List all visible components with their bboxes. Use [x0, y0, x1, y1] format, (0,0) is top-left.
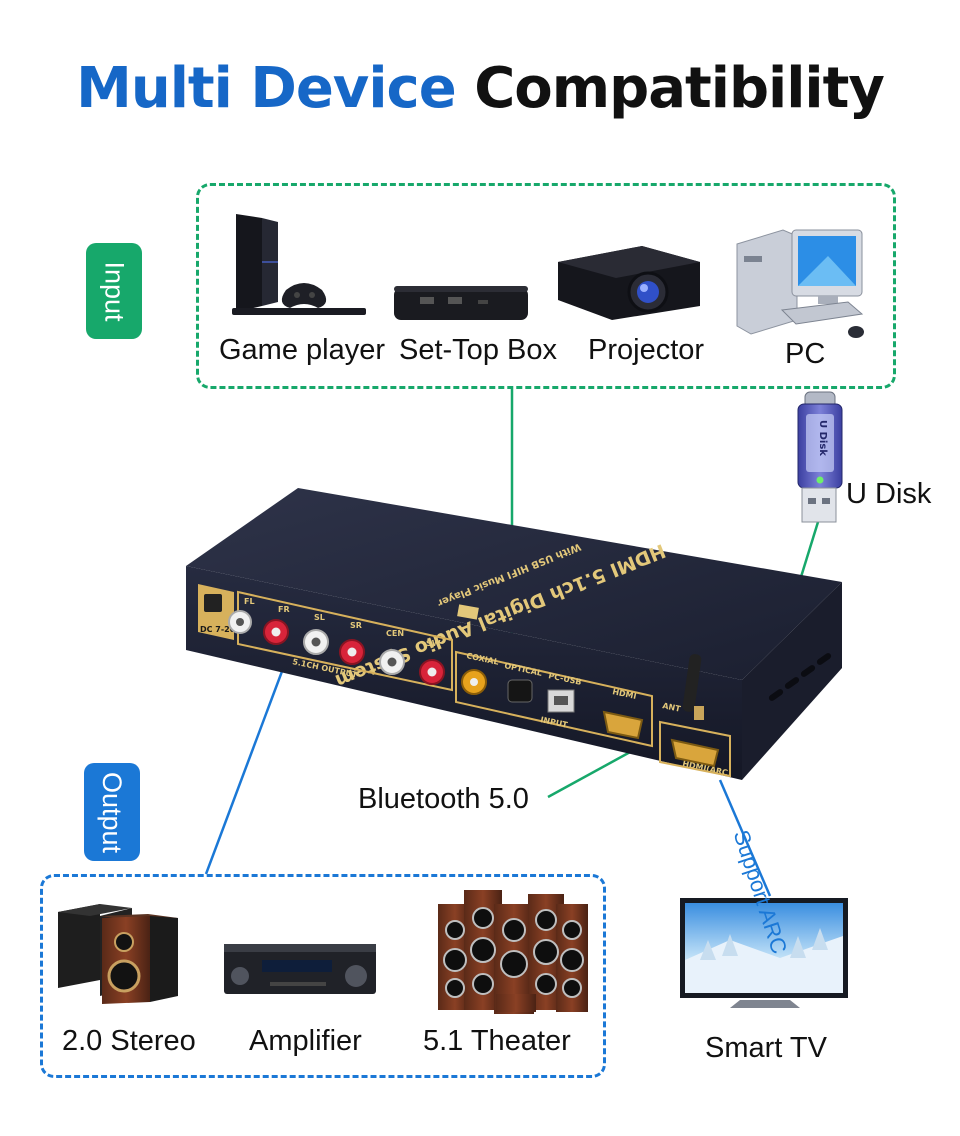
smart-tv-icon: [680, 898, 848, 1008]
hdmi-arc-port: [670, 738, 720, 768]
input-tag: Input: [86, 243, 142, 339]
channel-label-sr: SR: [350, 621, 362, 630]
rca-output-jacks: [228, 610, 445, 685]
page-title: Multi Device Compatibility: [0, 56, 960, 121]
amplifier-icon: [224, 944, 376, 994]
input-ports: [461, 669, 644, 740]
title-rest: Compatibility: [474, 56, 885, 121]
smart-tv-label: Smart TV: [705, 1032, 827, 1064]
udisk-icon: U Disk: [797, 391, 843, 523]
projector-icon: [558, 246, 700, 320]
channel-label-fl: FL: [244, 597, 255, 606]
channel-label-cen: CEN: [386, 629, 404, 638]
channel-label-sw: SW: [426, 639, 441, 648]
output-device-theater: 5.1 Theater: [423, 1025, 571, 1057]
dc-power-jack: [204, 594, 222, 612]
game-console-icon: [232, 214, 366, 315]
title-highlight: Multi Device: [76, 56, 457, 121]
bluetooth-label: Bluetooth 5.0: [358, 783, 529, 815]
input-device-projector: Projector: [588, 334, 705, 366]
udisk-label: U Disk: [846, 478, 932, 510]
theater-speakers-icon: [438, 890, 588, 1014]
pc-icon: [736, 229, 864, 338]
tv-connector-line: [718, 779, 772, 897]
audio-system-device: HDMI 5.1ch Digital Audio System With USB…: [186, 488, 842, 780]
bluetooth-antenna: [682, 654, 704, 720]
input-device-pc: PC: [785, 338, 826, 370]
input-device-set-top-box: Set-Top Box: [399, 334, 557, 366]
output-tag: Output: [84, 763, 140, 861]
dc-label: DC 7-20V: [200, 625, 242, 634]
channel-label-fr: FR: [278, 605, 290, 614]
output-connector-line: [204, 649, 292, 875]
channel-label-sl: SL: [314, 613, 325, 622]
output-device-stereo: 2.0 Stereo: [62, 1025, 196, 1057]
udisk-stick-label: U Disk: [817, 420, 828, 456]
input-device-game-player: Game player: [219, 334, 386, 366]
output-device-amplifier: Amplifier: [249, 1025, 362, 1057]
input-devices-box: [196, 183, 896, 389]
ant-label: ANT: [662, 701, 682, 714]
output-devices-box: [40, 874, 606, 1078]
set-top-box-icon: [394, 286, 528, 320]
side-vents: [768, 653, 832, 701]
stereo-speakers-icon: [58, 904, 178, 1004]
